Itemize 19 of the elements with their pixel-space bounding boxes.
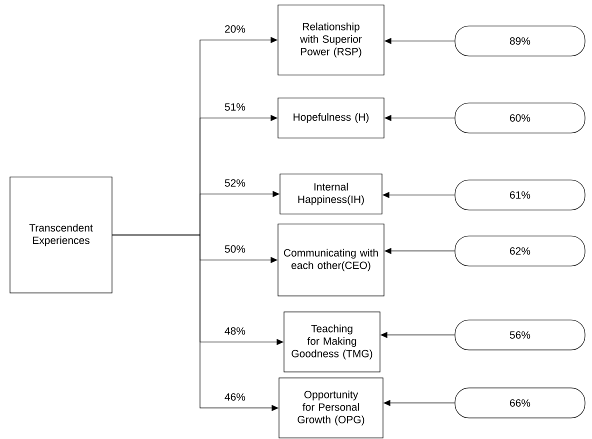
- edge-label: 46%: [224, 393, 246, 401]
- edge-label: 20%: [225, 25, 246, 33]
- process-box: Teaching for Making Goodness (TMG): [284, 312, 380, 372]
- process-box: Relationship with Superior Power (RSP): [278, 4, 384, 76]
- process-box: Hopefulness (H): [278, 98, 384, 138]
- process-box: Opportunity for Personal Growth (OPG): [278, 378, 384, 438]
- value-pill: 56%: [454, 320, 586, 350]
- edge-label: 51%: [224, 103, 246, 111]
- value-pill: 66%: [454, 388, 586, 418]
- value-pill: 89%: [454, 26, 586, 56]
- value-pill: 62%: [454, 236, 586, 266]
- process-box: Transcendent Experiences: [10, 176, 112, 294]
- edge-label: 52%: [224, 179, 246, 187]
- process-box: Communicating with each other(CEO): [278, 224, 384, 296]
- value-pill: 61%: [454, 180, 586, 210]
- value-pill: 60%: [454, 102, 586, 134]
- edge-label: 48%: [224, 327, 246, 335]
- edge-label: 50%: [224, 245, 246, 253]
- process-box: Internal Happiness(IH): [280, 174, 382, 214]
